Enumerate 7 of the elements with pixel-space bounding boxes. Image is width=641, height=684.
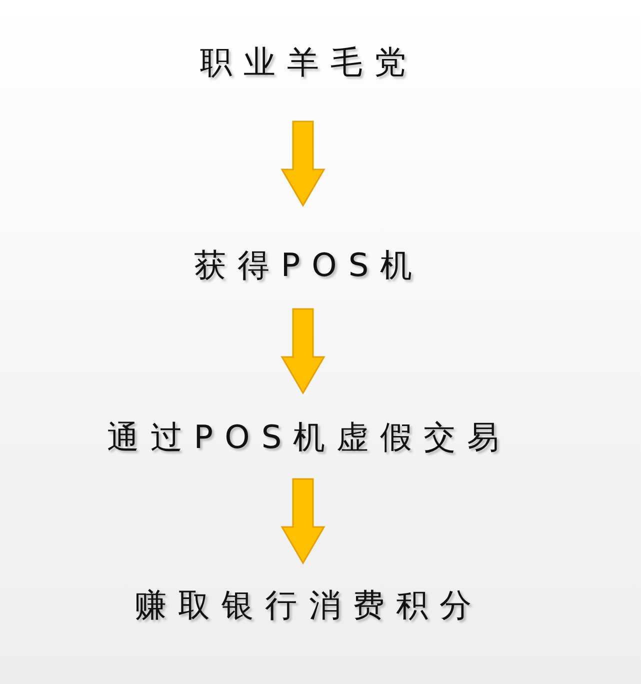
- arrow: [280, 478, 326, 564]
- step-text: 职业羊毛党: [188, 42, 418, 82]
- arrow: [280, 120, 326, 207]
- arrow: [280, 308, 326, 394]
- step-text: 通过POS机虚假交易: [95, 417, 511, 457]
- step-text: 获得POS机: [182, 245, 424, 285]
- step-text: 赚取银行消费积分: [123, 585, 483, 625]
